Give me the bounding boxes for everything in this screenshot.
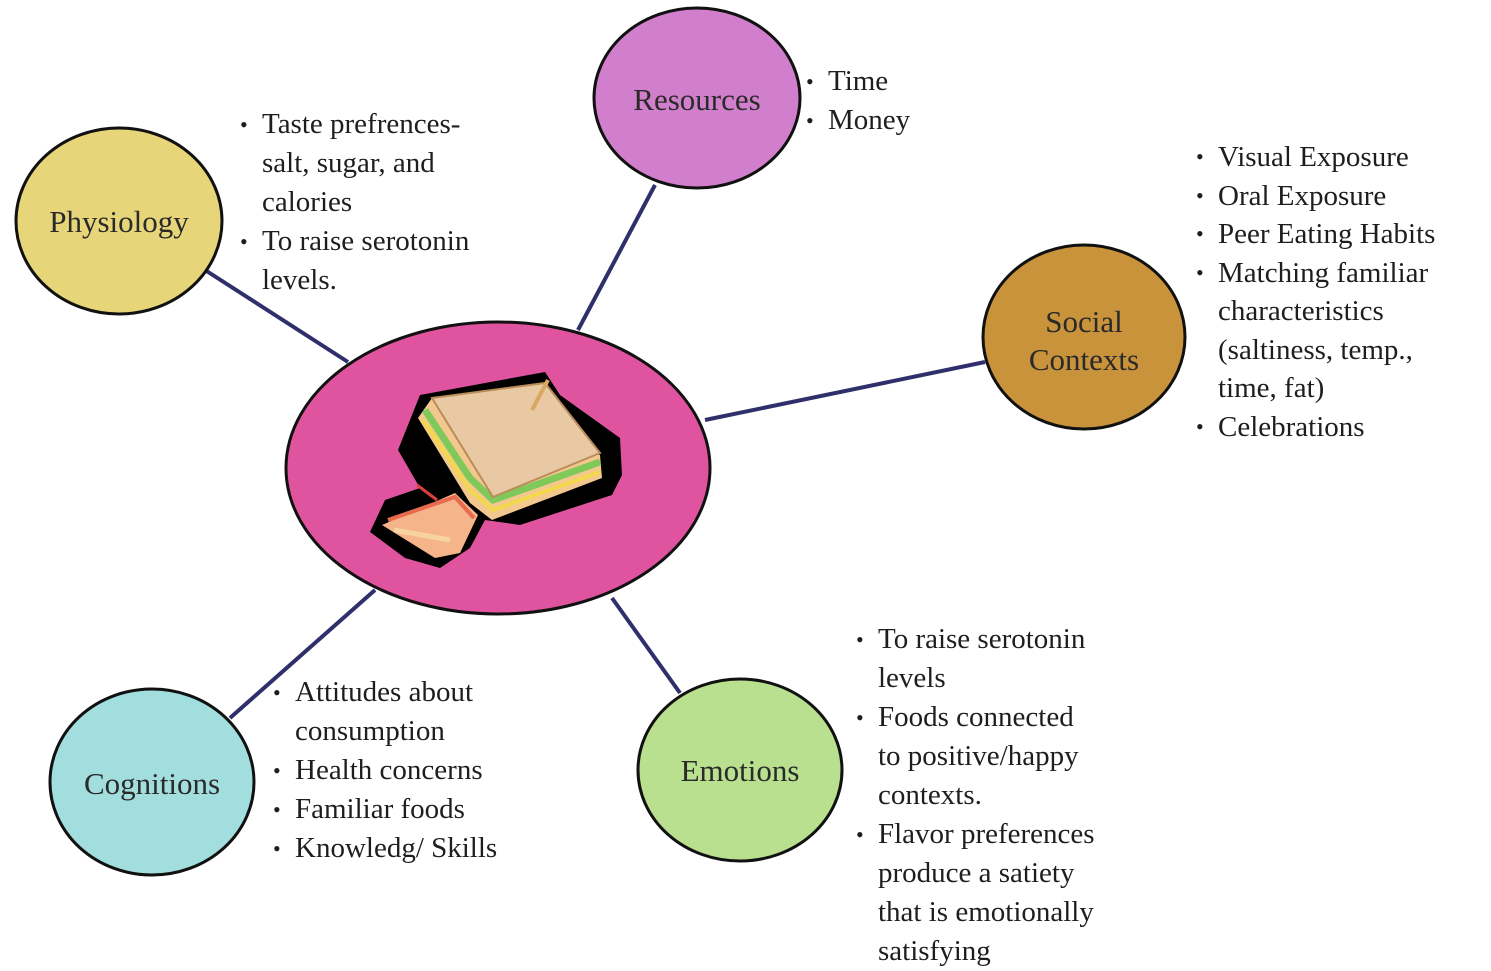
bullet-text: Attitudes about [295, 676, 474, 708]
emotions-label: Emotions [680, 753, 800, 788]
connector-social [704, 360, 986, 422]
bullet-text: To raise serotonin [262, 225, 470, 257]
bullet-text: consumption [295, 715, 445, 747]
resources-bullets: TimeMoney [806, 62, 910, 140]
bullet-text: Health concerns [295, 754, 483, 786]
cognitions-label: Cognitions [83, 766, 221, 801]
bullet-text: levels. [262, 264, 337, 296]
bullet-text: characteristics [1218, 295, 1384, 327]
bullet-text: levels [878, 662, 946, 694]
bullet-item: To raise serotonin levels [856, 620, 1095, 698]
bullet-item: To raise serotonin levels. [240, 222, 469, 300]
bullet-text: salt, sugar, and [262, 147, 435, 179]
bullet-item: Visual Exposure [1196, 138, 1435, 177]
node-cognitions [48, 687, 256, 877]
bullet-text: satisfying [878, 935, 991, 967]
connector-emotions [610, 596, 682, 695]
bullet-item: Money [806, 101, 910, 140]
bullet-text: Celebrations [1218, 410, 1365, 443]
bullet-text: To raise serotonin [878, 623, 1086, 655]
bullet-item: Knowledg/ Skills [273, 829, 497, 868]
bullet-text: Knowledg/ Skills [295, 832, 498, 864]
bullet-text: (saltiness, temp., [1218, 333, 1413, 366]
social-contexts-label-line1: Social [1045, 304, 1123, 339]
bullet-item: Attitudes about consumption [273, 673, 497, 751]
bullet-text: Time [828, 65, 889, 97]
social-contexts-label-line2: Contexts [1028, 342, 1140, 377]
bullet-item: Familiar foods [273, 790, 497, 829]
node-physiology [14, 126, 224, 316]
bullet-item: Time [806, 62, 910, 101]
emotions-bullets: To raise serotonin levelsFoods connected t… [856, 620, 1095, 971]
bullet-item: Foods connected to positive/happy contexts… [856, 698, 1095, 815]
resources-label: Resources [633, 82, 761, 117]
bullet-text: Money [828, 104, 911, 136]
bullet-text: Matching familiar [1218, 256, 1429, 289]
bullet-text: Familiar foods [295, 793, 465, 825]
physiology-bullets: Taste prefrences-salt, sugar, and calorie… [240, 105, 469, 300]
sandwich-icon [370, 372, 622, 568]
bullet-item: Health concerns [273, 751, 497, 790]
connector-cognitions [228, 588, 377, 720]
social-contexts-bullets: Visual ExposureOral ExposurePeer Eating … [1196, 138, 1435, 446]
bullet-item: Flavor preferences produce a satiety that … [856, 815, 1095, 971]
node-social-contexts [981, 243, 1187, 431]
bullet-item: Oral Exposure [1196, 177, 1435, 216]
bullet-text: contexts. [878, 779, 982, 811]
bullet-text: Visual Exposure [1218, 141, 1409, 173]
bullet-text: produce a satiety [878, 857, 1075, 889]
cognitions-bullets: Attitudes about consumptionHealth concern… [273, 673, 497, 868]
bullet-item: Taste prefrences-salt, sugar, and calorie… [240, 105, 469, 222]
bullet-text: to positive/happy [878, 740, 1079, 772]
bullet-item: Peer Eating Habits [1196, 215, 1435, 254]
bullet-text: Foods connected [878, 701, 1074, 733]
physiology-label: Physiology [49, 204, 189, 239]
bullet-text: time, fat) [1218, 372, 1325, 404]
bullet-text: calories [262, 186, 353, 218]
node-resources [592, 6, 802, 190]
connector-resources [576, 184, 657, 331]
bullet-item: Celebrations [1196, 408, 1435, 447]
node-emotions [636, 677, 844, 863]
bullet-item: Matching familiar characteristics (saltine… [1196, 254, 1435, 408]
social-contexts-label: Social Contexts [984, 303, 1184, 379]
connector-physiology [203, 268, 350, 364]
bullet-text: Taste prefrences- [262, 108, 461, 140]
connectors [203, 184, 986, 720]
bullet-text: Oral Exposure [1218, 179, 1387, 212]
bullet-text: Peer Eating Habits [1218, 218, 1436, 250]
bullet-text: that is emotionally [878, 896, 1094, 928]
bullet-text: Flavor preferences [878, 818, 1095, 850]
